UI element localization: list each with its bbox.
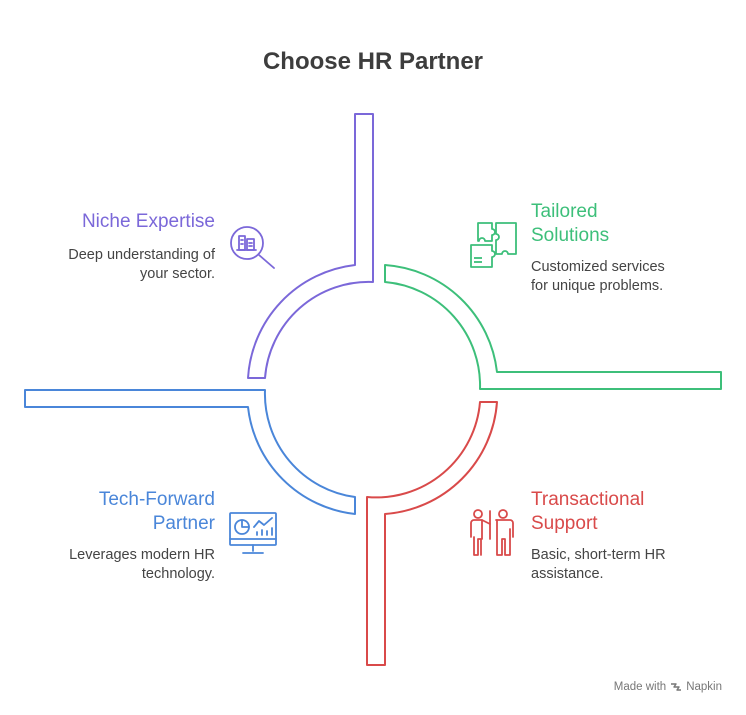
- niche-desc-line2: your sector.: [140, 266, 215, 282]
- tech-desc: Leverages modern HR technology.: [30, 546, 215, 584]
- tech-title-line2: Partner: [152, 513, 215, 534]
- presenter-icon: [470, 509, 514, 556]
- magnifier-chart-icon: [230, 226, 275, 269]
- puzzle-pieces-icon: [470, 222, 517, 268]
- tech-title-line1: Tech-Forward: [98, 489, 215, 510]
- transactional-desc-line2: assistance.: [531, 566, 604, 582]
- tailored-title: Tailored Solutions: [531, 200, 711, 248]
- niche-arm: [247, 113, 374, 379]
- footer-brand: Napkin: [686, 681, 722, 693]
- transactional-desc-line1: Basic, short-term HR: [531, 547, 666, 563]
- napkin-logo-icon: [671, 683, 682, 691]
- tech-desc-line1: Leverages modern HR: [69, 547, 215, 563]
- niche-desc-line1: Deep understanding of: [68, 247, 215, 263]
- tech-arm: [24, 389, 356, 515]
- monitor-analytics-icon: [229, 512, 277, 554]
- tailored-desc-line1: Customized services: [531, 259, 665, 275]
- made-with-napkin-badge[interactable]: Made with Napkin: [614, 681, 722, 693]
- transactional-arm: [366, 401, 498, 666]
- transactional-title-line2: Support: [531, 513, 598, 534]
- tailored-arm: [384, 264, 722, 390]
- footer-text: Made with: [613, 681, 667, 693]
- niche-title: Niche Expertise: [81, 211, 215, 232]
- transactional-title: Transactional Support: [531, 488, 711, 536]
- transactional-title-line1: Transactional: [531, 489, 645, 510]
- transactional-desc: Basic, short-term HR assistance.: [531, 546, 731, 584]
- tailored-desc: Customized services for unique problems.: [531, 258, 731, 296]
- tailored-title-line1: Tailored: [531, 201, 598, 222]
- niche-desc: Deep understanding of your sector.: [30, 246, 215, 284]
- tech-title: Tech-Forward Partner: [40, 488, 215, 536]
- tech-desc-line2: technology.: [141, 566, 215, 582]
- tailored-desc-line2: for unique problems.: [531, 278, 664, 294]
- diagram-title: Choose HR Partner: [262, 48, 484, 75]
- tailored-title-line2: Solutions: [531, 225, 610, 246]
